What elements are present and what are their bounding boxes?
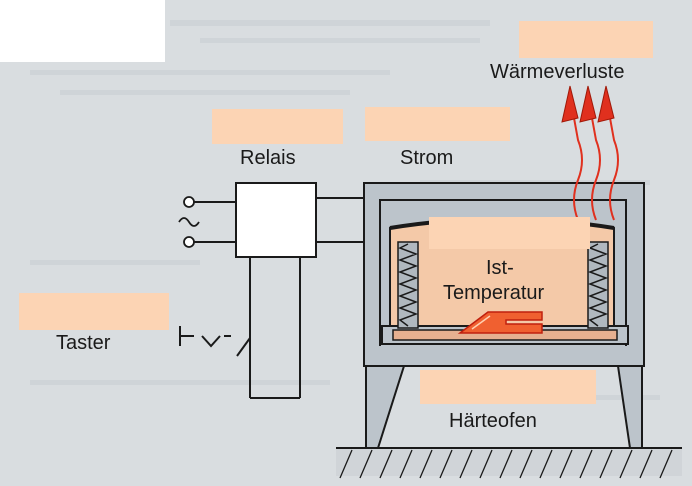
answer-blank-waermeverluste[interactable] — [519, 21, 653, 58]
workpiece-icon — [457, 311, 543, 334]
top-left-white-area — [0, 0, 165, 62]
spring-icon — [587, 241, 609, 329]
oven-legs — [365, 365, 643, 449]
heat-arrow-icon — [573, 117, 619, 221]
ground-hatching-icon — [336, 447, 682, 479]
oven-inner-frame — [379, 199, 627, 346]
answer-blank-ist-temperatur[interactable] — [429, 217, 590, 249]
answer-blank-strom[interactable] — [365, 107, 510, 141]
taster-switch-icon — [179, 322, 251, 357]
answer-blank-relais[interactable] — [212, 109, 343, 144]
label-temperatur: Temperatur — [443, 282, 545, 304]
answer-blank-taster[interactable] — [19, 293, 169, 330]
label-relais: Relais — [240, 147, 296, 169]
ac-source-icon — [178, 196, 200, 248]
label-haerteofen: Härteofen — [449, 410, 537, 432]
spring-icon — [397, 241, 419, 329]
answer-blank-haerteofen[interactable] — [420, 370, 596, 404]
label-ist: Ist- — [486, 257, 514, 279]
label-strom: Strom — [400, 147, 454, 169]
heat-arrow-heads — [561, 85, 615, 123]
relay-box — [235, 182, 317, 258]
label-waermeverluste: Wärmeverluste — [490, 61, 625, 83]
label-taster: Taster — [56, 332, 111, 354]
